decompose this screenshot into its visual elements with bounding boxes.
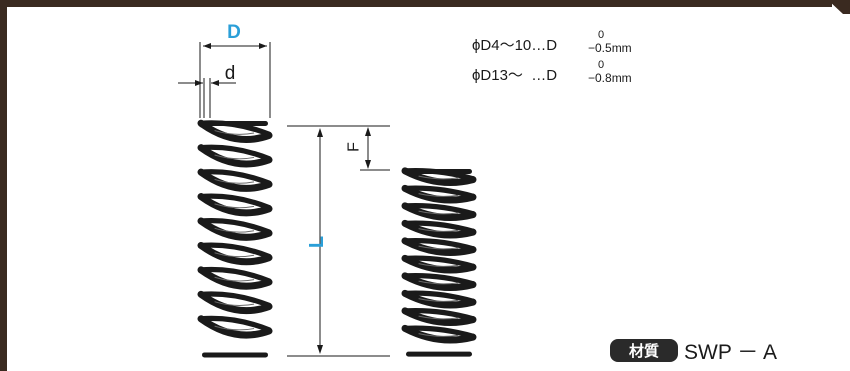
- svg-text:−0.5mm: −0.5mm: [588, 41, 632, 55]
- svg-text:−0.8mm: −0.8mm: [588, 71, 632, 85]
- spring-compressed: [401, 167, 477, 357]
- free-length-dimension: [287, 125, 390, 357]
- svg-text:ϕD13～ …D: ϕD13～ …D: [472, 67, 557, 84]
- tolerance-note-2: ϕD13～ …D 0 −0.8mm: [472, 59, 632, 85]
- free-length-label: L: [306, 236, 328, 248]
- svg-text:ϕD4～10…D: ϕD4～10…D: [472, 37, 557, 54]
- outer-diameter-label: D: [227, 22, 241, 43]
- outer-diameter-dimension: [199, 42, 271, 118]
- deflection-dimension: [360, 127, 390, 171]
- deflection-label: F: [346, 142, 363, 152]
- svg-text:材質: 材質: [629, 342, 659, 360]
- spring-free-length: [197, 119, 273, 358]
- svg-text:0: 0: [598, 59, 604, 71]
- wire-diameter-label: d: [225, 63, 236, 84]
- svg-text:0: 0: [598, 29, 604, 41]
- tolerance-note-1: ϕD4～10…D 0 −0.5mm: [472, 29, 632, 55]
- wire-diameter-dimension: [178, 78, 236, 118]
- material-badge: 材質: [610, 339, 678, 362]
- material-value: SWP － A: [684, 341, 777, 364]
